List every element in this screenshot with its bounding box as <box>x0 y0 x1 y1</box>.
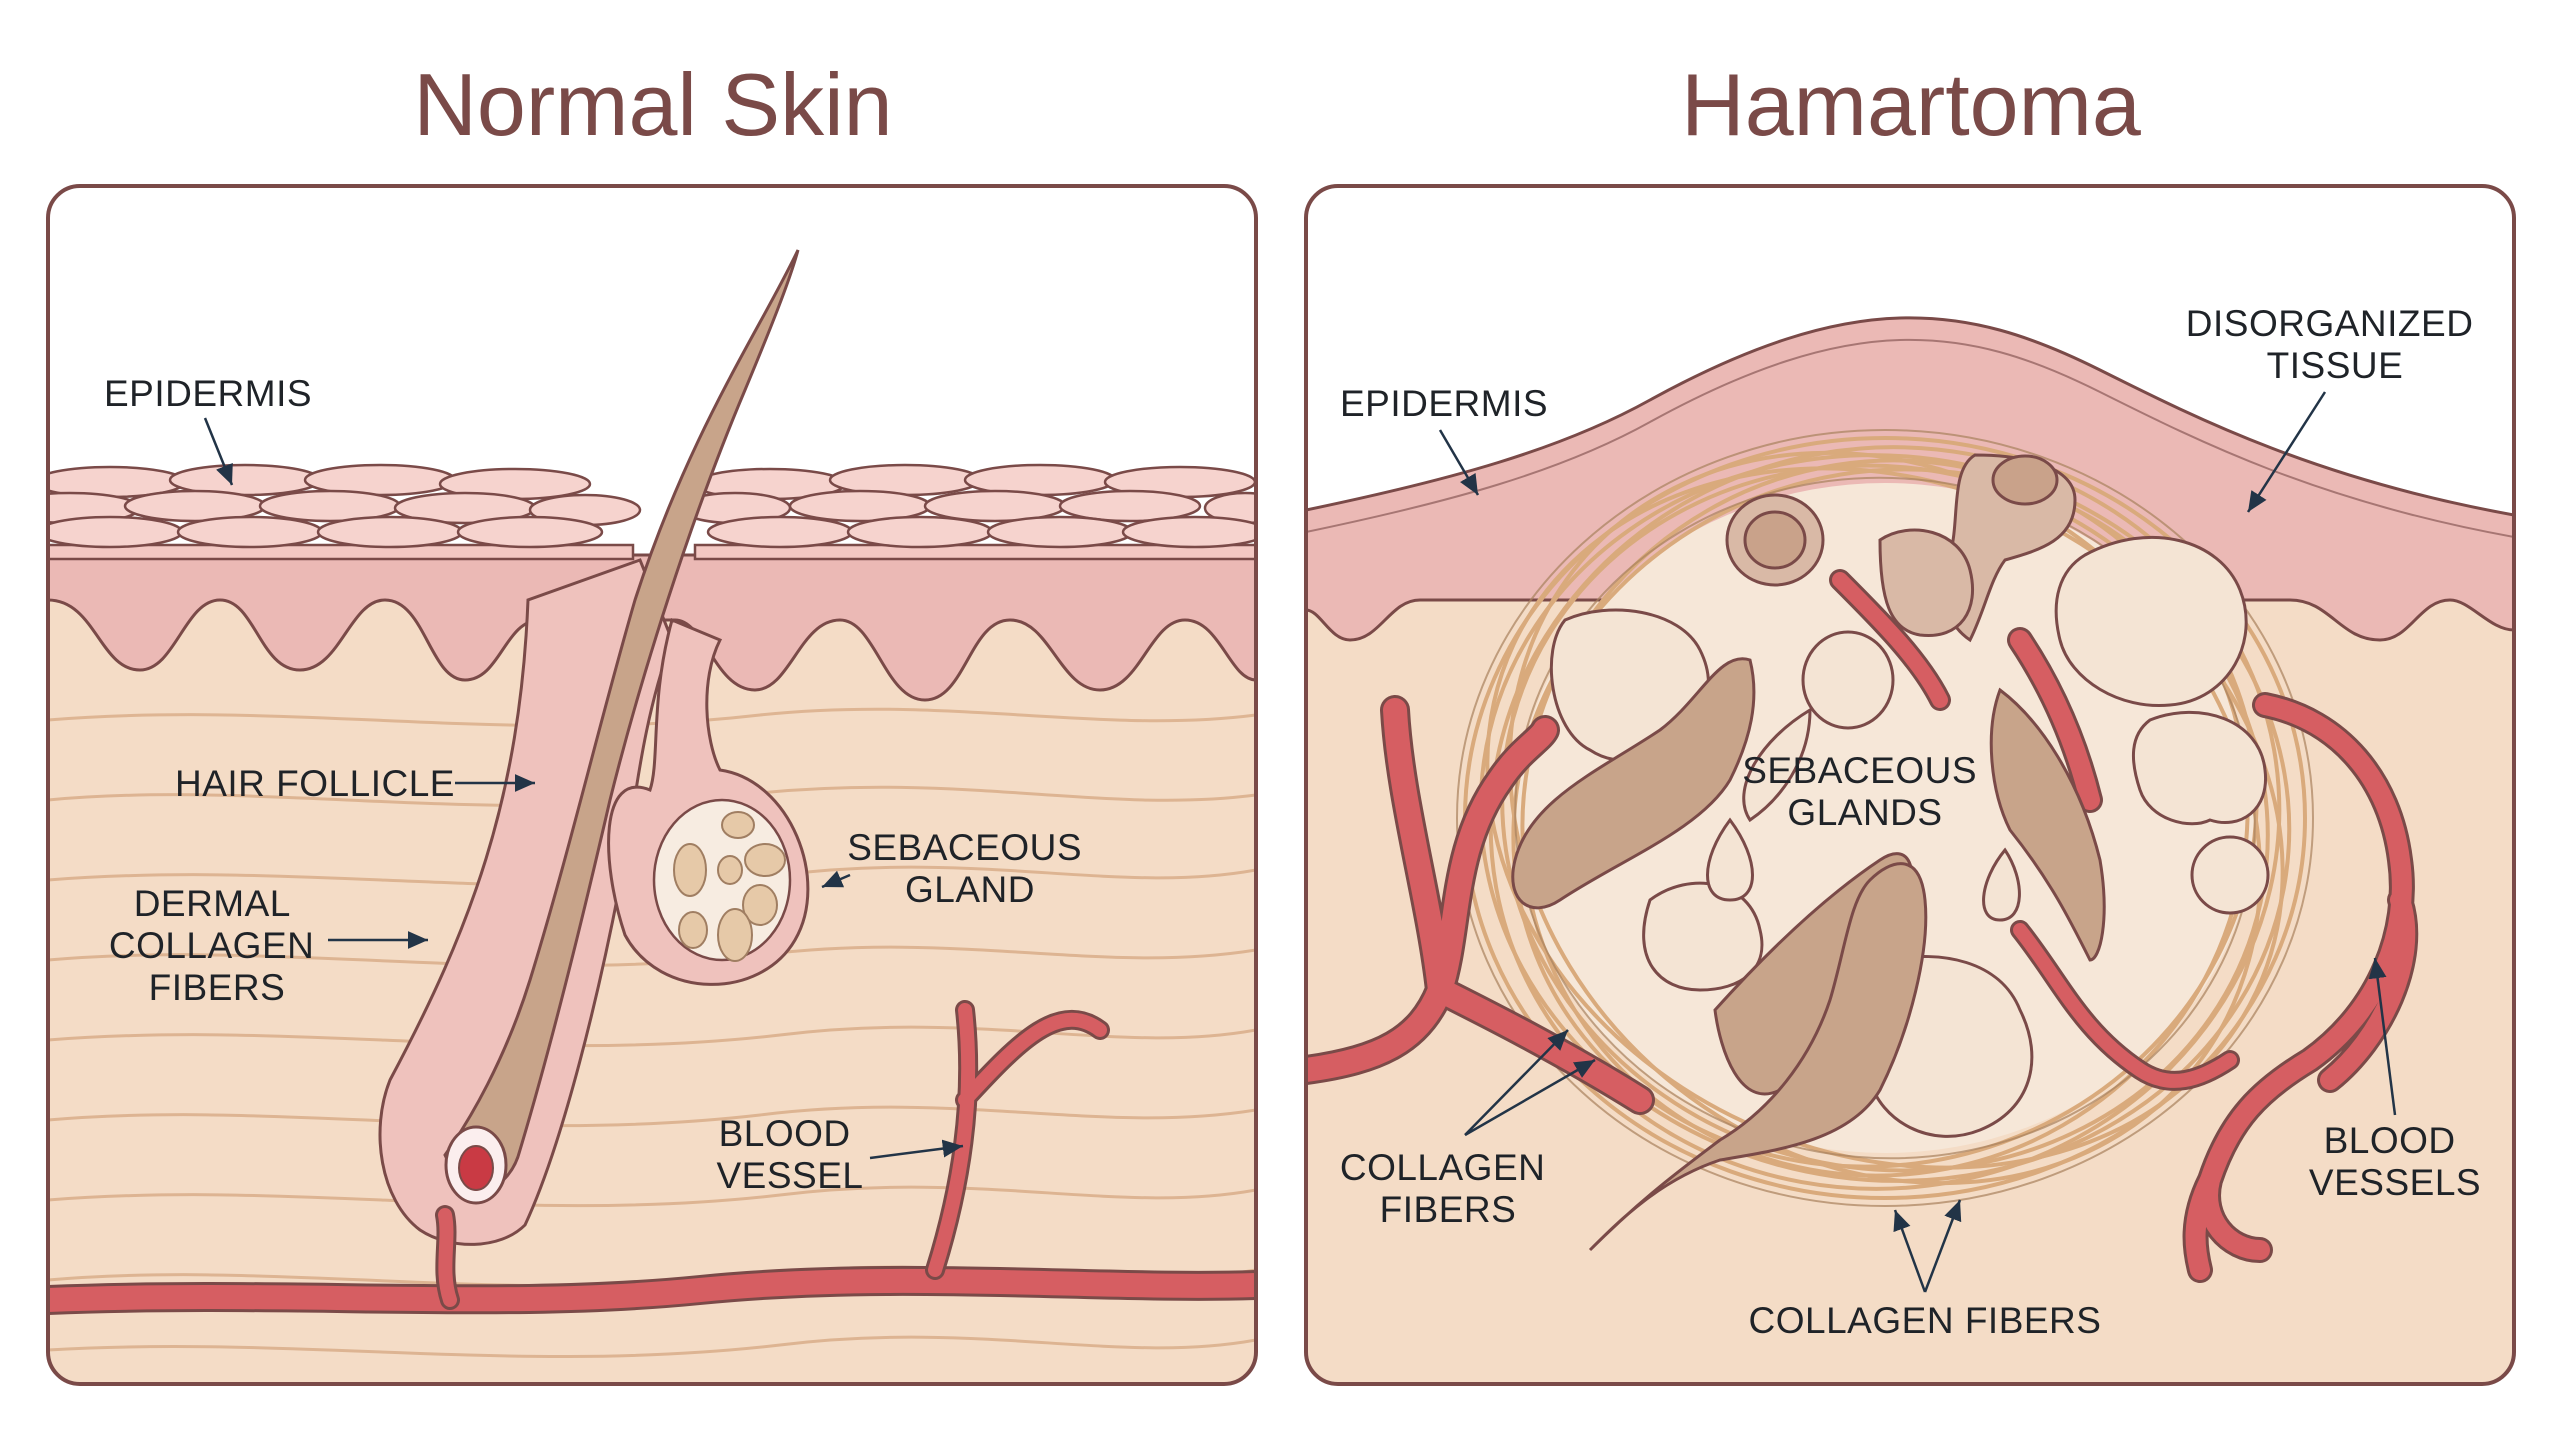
hamartoma-panel: EPIDERMIS DISORGANIZED TISSUE SEBACEOUS … <box>1306 186 2514 1384</box>
label-hair-follicle: HAIR FOLLICLE <box>175 763 455 804</box>
label-disorganized-tissue: DISORGANIZED TISSUE <box>2186 303 2484 386</box>
normal-skin-panel: EPIDERMIS HAIR FOLLICLE DERMAL COLLAGEN … <box>48 186 1256 1384</box>
sebaceous-lobules <box>1511 453 2270 1252</box>
label-epidermis-hamartoma: EPIDERMIS <box>1340 383 1548 424</box>
skin-cells <box>48 463 1256 561</box>
normal-skin-frame <box>46 184 1258 1386</box>
epidermis-layer <box>48 553 1256 702</box>
gland-cells <box>673 811 786 962</box>
title-hamartoma: Hamartoma <box>1681 55 2141 154</box>
label-collagen-fibers-left: COLLAGEN FIBERS <box>1340 1147 1556 1230</box>
label-dermal-collagen: DERMAL COLLAGEN FIBERS <box>109 883 325 1008</box>
blood-vessels-hamartoma <box>1306 569 2419 1283</box>
hamartoma-frame <box>1304 184 2516 1386</box>
blood-vessels-normal <box>48 1000 1256 1315</box>
label-collagen-fibers-bottom: COLLAGEN FIBERS <box>1749 1300 2102 1341</box>
label-epidermis-normal: EPIDERMIS <box>104 373 312 414</box>
title-normal-skin: Normal Skin <box>413 55 893 154</box>
label-blood-vessel: BLOOD VESSEL <box>717 1113 864 1196</box>
label-sebaceous-gland: SEBACEOUS GLAND <box>847 827 1093 910</box>
label-sebaceous-glands: SEBACEOUS GLANDS <box>1742 750 1988 833</box>
label-blood-vessels: BLOOD VESSELS <box>2309 1120 2481 1203</box>
